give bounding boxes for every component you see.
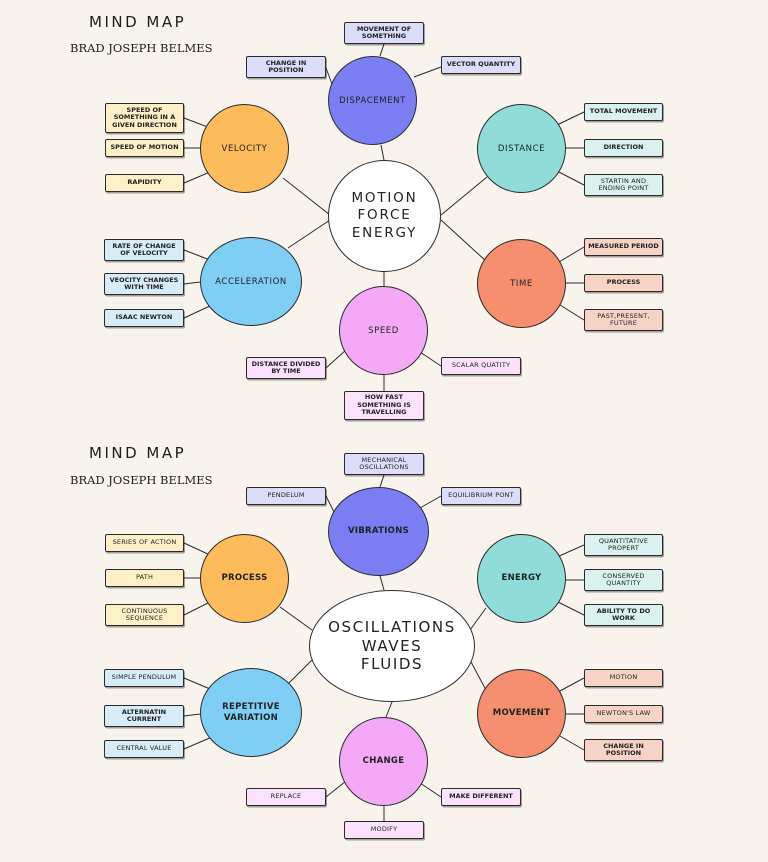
connector-line	[325, 349, 347, 369]
map1-box-displacement-3: VECTOR QUANTITY	[441, 56, 521, 74]
map1-box-speed-3: HOW FAST SOMETHING IS TRAVELLING	[344, 391, 424, 420]
connector-line	[556, 544, 585, 558]
connector-line	[385, 701, 393, 718]
connector-line	[183, 736, 213, 750]
map2-box-process-1: SERIES OF ACTION	[105, 534, 184, 552]
map1-box-speed-1: DISTANCE DIVIDED BY TIME	[246, 357, 326, 379]
connector-line	[469, 607, 487, 631]
map1-box-time-3: PAST,PRESENT, FUTURE	[584, 309, 663, 331]
map1-box-acceleration-2: VEOCITY CHANGES WITH TIME	[104, 273, 184, 295]
connector-line	[183, 281, 201, 285]
connector-line	[183, 249, 211, 261]
map2-center-node: OSCILLATIONS WAVES FLUIDS	[309, 590, 475, 702]
connector-line	[183, 713, 201, 717]
map2-node-process: PROCESS	[200, 534, 289, 623]
connector-line	[557, 677, 585, 693]
map2-box-repetitive-3: CENTRAL VALUE	[104, 740, 184, 758]
map2-box-repetitive-1: SIMPLE PENDULUM	[104, 669, 184, 687]
map2-box-movement-3: CHANGE IN POSITION	[584, 739, 663, 761]
map2-box-energy-1: QUANTITATIVE PROPERT	[584, 534, 663, 556]
map2-node-change: CHANGE	[339, 717, 428, 806]
map1-node-displacement: DISPACEMENT	[328, 56, 417, 145]
connector-line	[183, 542, 211, 556]
connector-line	[440, 219, 488, 263]
map2-box-change-1: REPLACE	[246, 788, 326, 806]
map2-box-energy-2: CONSERVED QUANTITY	[584, 569, 663, 591]
map2-box-energy-3: ABILITY TO DO WORK	[584, 604, 663, 626]
map1-box-time-1: MEASURED PERIOD	[584, 238, 663, 256]
connector-line	[413, 66, 442, 78]
connector-line	[556, 111, 585, 126]
connector-line	[183, 304, 213, 319]
map2-box-process-2: PATH	[105, 569, 184, 587]
connector-line	[379, 474, 385, 488]
map1-box-displacement-1: MOVEMENT OF SOMETHING	[344, 22, 424, 44]
map2-box-movement-1: MOTION	[584, 669, 663, 687]
connector-line	[282, 177, 331, 216]
map1-title: MIND MAP	[89, 13, 187, 31]
map2-box-process-3: CONTINUOUS SEQUENCE	[105, 604, 184, 626]
connector-line	[440, 176, 488, 216]
map2-title: MIND MAP	[89, 444, 187, 462]
map1-box-distance-1: TOTAL MOVEMENT	[584, 103, 663, 121]
map2-box-change-3: MODIFY	[344, 821, 424, 839]
map1-box-velocity-2: SPEED OF MOTION	[105, 139, 184, 157]
connector-line	[419, 351, 442, 367]
connector-line	[558, 246, 585, 263]
connector-line	[469, 659, 488, 693]
map1-node-acceleration: ACCELERATION	[200, 237, 302, 326]
connector-line	[419, 495, 442, 509]
connector-line	[325, 495, 335, 513]
connector-line	[183, 677, 211, 690]
connector-line	[379, 575, 385, 591]
map1-node-speed: SPEED	[339, 286, 428, 375]
map1-box-distance-3: STARTIN AND ENDING POINT	[584, 174, 663, 196]
map1-box-time-2: PROCESS	[584, 274, 663, 292]
map1-box-distance-2: DIRECTION	[584, 139, 663, 157]
connector-line	[380, 144, 385, 161]
connector-line	[183, 601, 211, 616]
map1-node-velocity: VELOCITY	[200, 104, 289, 193]
connector-line	[559, 735, 585, 751]
map1-box-acceleration-3: ISAAC NEWTON	[104, 309, 184, 327]
connector-line	[325, 780, 347, 798]
map2-box-repetitive-2: ALTERNATIN CURRENT	[104, 705, 184, 727]
map2-node-vibrations: VIBRATIONS	[328, 487, 429, 576]
connector-line	[287, 219, 331, 249]
map1-box-velocity-1: SPEED OF SOMETHING IN A GIVEN DIRECTION	[105, 103, 184, 133]
map2-box-vibrations-1: MECHANICAL OSCILLATIONS	[344, 453, 424, 475]
map1-box-acceleration-1: RATE OF CHANGE OF VELOCITY	[104, 239, 184, 261]
map2-node-energy: ENERGY	[477, 534, 566, 623]
map2-box-movement-2: NEWTON'S LAW	[584, 705, 663, 723]
connector-line	[556, 170, 585, 186]
map1-node-time: TIME	[477, 239, 566, 328]
map1-center-node: MOTION FORCE ENERGY	[328, 160, 441, 272]
connector-line	[279, 606, 313, 631]
connector-line	[557, 601, 585, 616]
map2-author: BRAD JOSEPH BELMES	[70, 473, 213, 487]
map2-box-vibrations-3: EQUILIBRIUM PONT	[441, 487, 521, 505]
map1-node-distance: DISTANCE	[477, 104, 566, 193]
map2-node-movement: MOVEMENT	[477, 669, 566, 758]
connector-line	[379, 43, 385, 57]
map2-box-change-2: MAKE DIFFERENT	[441, 788, 521, 806]
map1-box-speed-2: SCALAR QUATITY	[441, 357, 521, 375]
connector-line	[183, 171, 211, 184]
map2-node-repetitive-variation: REPETITIVE VARIATION	[200, 668, 302, 757]
map1-box-velocity-3: RAPIDITY	[105, 174, 184, 192]
map1-author: BRAD JOSEPH BELMES	[70, 41, 213, 55]
connector-line	[559, 304, 585, 321]
map2-box-vibrations-2: PENDELUM	[246, 487, 326, 505]
connector-line	[419, 782, 442, 798]
map1-box-displacement-2: CHANGE IN POSITION	[246, 56, 326, 78]
